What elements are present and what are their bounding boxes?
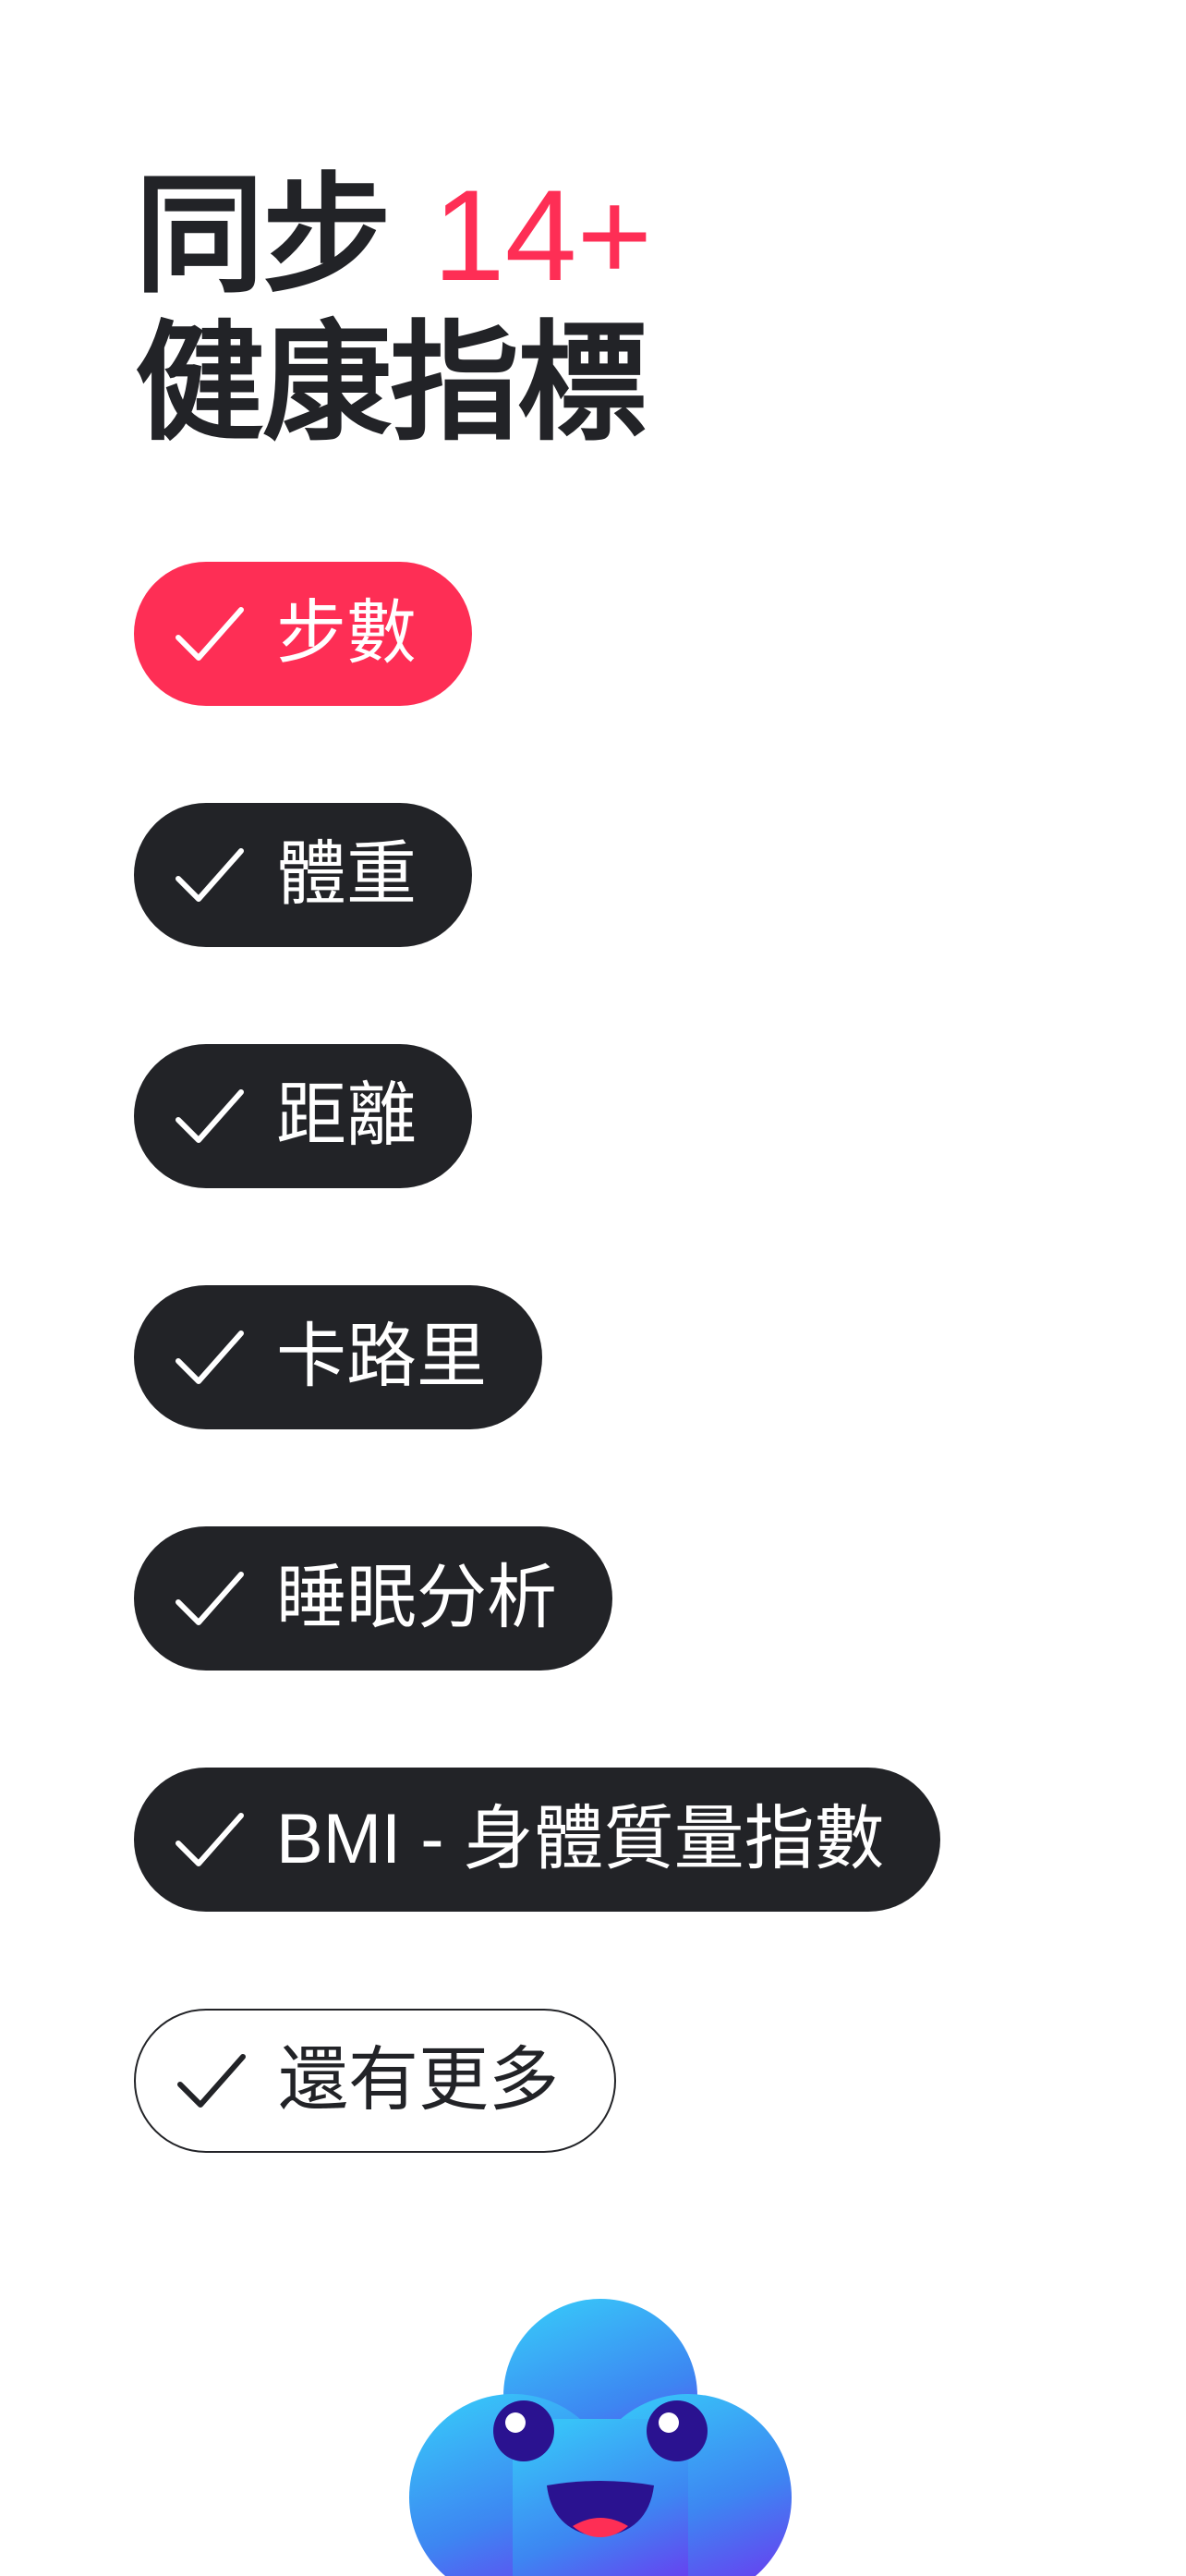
metric-label: 步數 [276,594,417,673]
metric-label: 體重 [276,835,417,914]
metric-pill-distance[interactable]: 距離 [134,1044,472,1188]
metric-pill-weight[interactable]: 體重 [134,803,472,947]
metric-pill-sleep[interactable]: 睡眠分析 [134,1526,612,1671]
cloud-eyes [493,2400,708,2461]
metric-pill-steps[interactable]: 步數 [134,562,472,706]
check-icon [175,1089,244,1143]
page-title: 同步 14+ 健康指標 [135,162,652,458]
check-icon [175,1572,244,1625]
check-icon [175,848,244,902]
title-line-2: 健康指標 [135,309,647,459]
metric-label: BMI - 身體質量指數 [276,1800,885,1878]
metric-pill-more[interactable]: 還有更多 [134,2009,616,2153]
title-prefix: 同步 [135,161,433,311]
title-line-1: 同步 14+ [135,162,652,310]
metric-pill-calories[interactable]: 卡路里 [134,1285,542,1429]
metric-pill-bmi[interactable]: BMI - 身體質量指數 [134,1768,940,1912]
check-icon [175,1331,244,1384]
metric-label: 睡眠分析 [276,1559,557,1637]
check-icon [177,2054,246,2108]
metric-label: 還有更多 [278,2041,559,2120]
check-icon [175,607,244,661]
check-icon [175,1813,244,1866]
metric-count: 14+ [432,163,653,308]
metric-label: 距離 [276,1076,417,1155]
cloud-mascot-icon [409,2299,792,2576]
metric-label: 卡路里 [276,1318,487,1396]
cloud-mouth [547,2481,654,2537]
